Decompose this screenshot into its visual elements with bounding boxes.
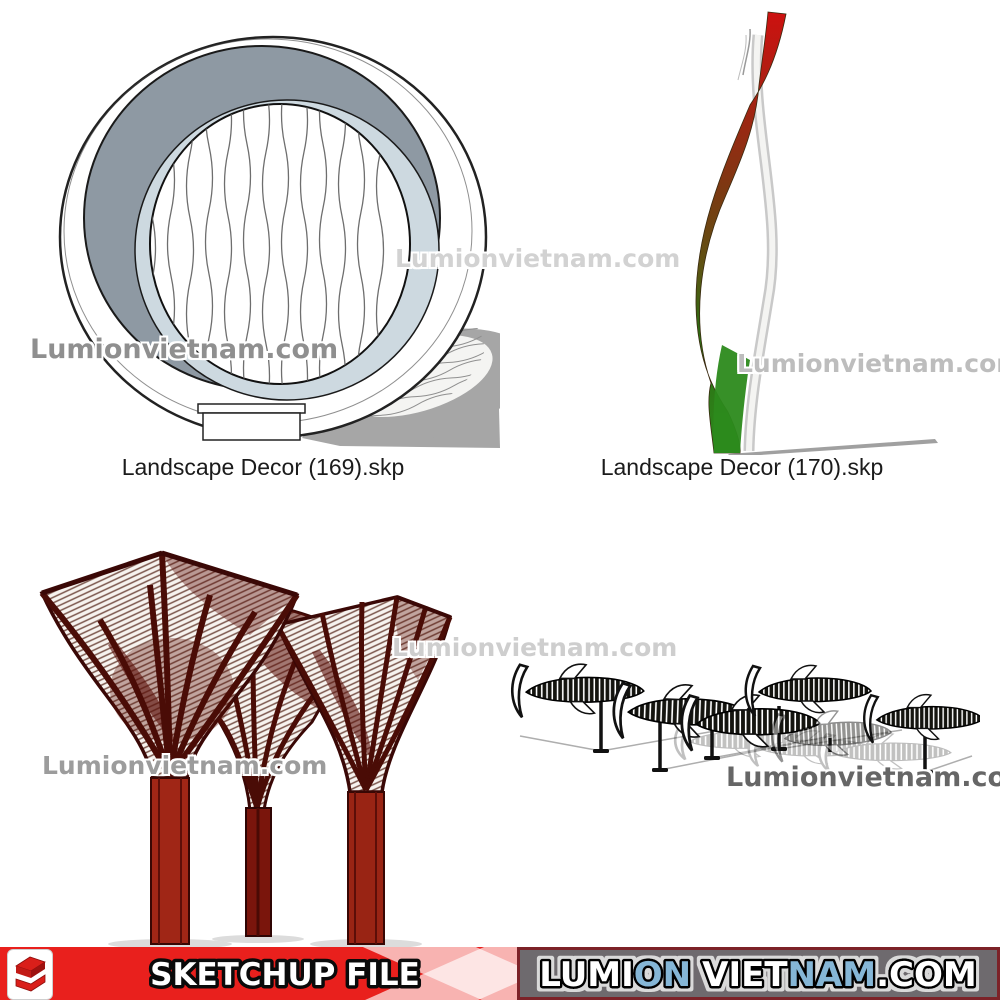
twist-shadow — [728, 439, 938, 455]
brand-label: LUMION VIETNAM.COM — [539, 955, 977, 995]
sketchup-logo-icon — [7, 949, 53, 1000]
sketchup-file-label-svg: SKETCHUP FILE — [147, 954, 424, 997]
watermark: Lumionvietnam.com — [42, 751, 328, 780]
brand-part-nam: NAM — [788, 955, 877, 995]
caption-landscape-decor-170: Landscape Decor (170).skp — [600, 454, 884, 480]
sketchup-file-label: SKETCHUP FILE — [150, 957, 420, 993]
tree-left — [39, 550, 300, 945]
twist-base — [713, 345, 750, 453]
watermark: Lumionvietnam.com — [726, 762, 1000, 793]
fish-school-image — [510, 662, 980, 774]
brand-label-svg: LUMION VIETNAM.COM — [537, 953, 980, 998]
caption-landscape-decor-169: Landscape Decor (169).skp — [121, 454, 405, 480]
brand-part-com: .COM — [876, 955, 977, 995]
brand-part-lumi: LUMI — [539, 955, 634, 995]
brand-part-on: ON — [634, 955, 691, 995]
watermark: Lumionvietnam.com — [395, 244, 681, 273]
ring-sculpture-image — [58, 35, 500, 448]
footer-banner: SKETCHUP FILE — [0, 947, 1000, 1000]
footer-brand-section: LUMION VIETNAM.COM — [517, 947, 1000, 1000]
tree-right — [274, 595, 453, 945]
footer-sketchup-section: SKETCHUP FILE — [0, 947, 517, 1000]
watermark: Lumionvietnam.com — [737, 349, 1000, 378]
brand-part-viet: VIET — [702, 955, 788, 995]
watermark: Lumionvietnam.com — [392, 633, 678, 662]
watermark: Lumionvietnam.com — [30, 334, 339, 365]
canopy-trees-image — [39, 550, 453, 948]
twist-sculpture-image — [695, 11, 938, 455]
ring-base — [197, 403, 306, 441]
